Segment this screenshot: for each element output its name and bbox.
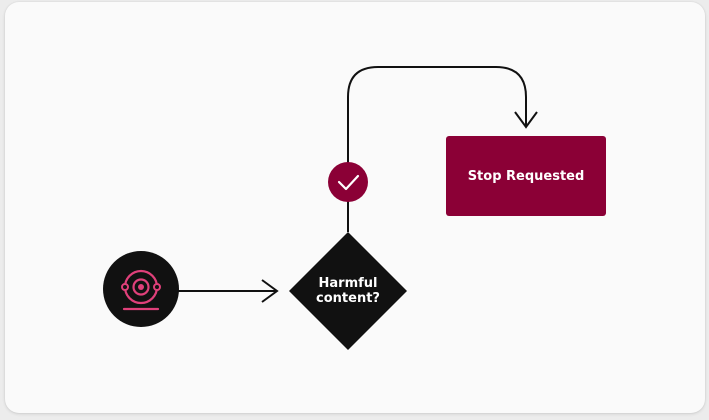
connector-decision-to-stop — [347, 66, 538, 232]
decision-node: Harmful content? — [289, 232, 407, 350]
decision-label-line1: Harmful — [319, 276, 378, 291]
camera-icon — [121, 269, 161, 311]
connector-camera-to-decision — [178, 279, 279, 303]
checkmark-icon — [337, 174, 360, 191]
stop-requested-node: Stop Requested — [446, 136, 606, 216]
check-badge — [328, 162, 368, 202]
camera-node — [103, 251, 179, 327]
decision-label-line2: content? — [316, 291, 380, 306]
stop-requested-label: Stop Requested — [468, 169, 585, 184]
